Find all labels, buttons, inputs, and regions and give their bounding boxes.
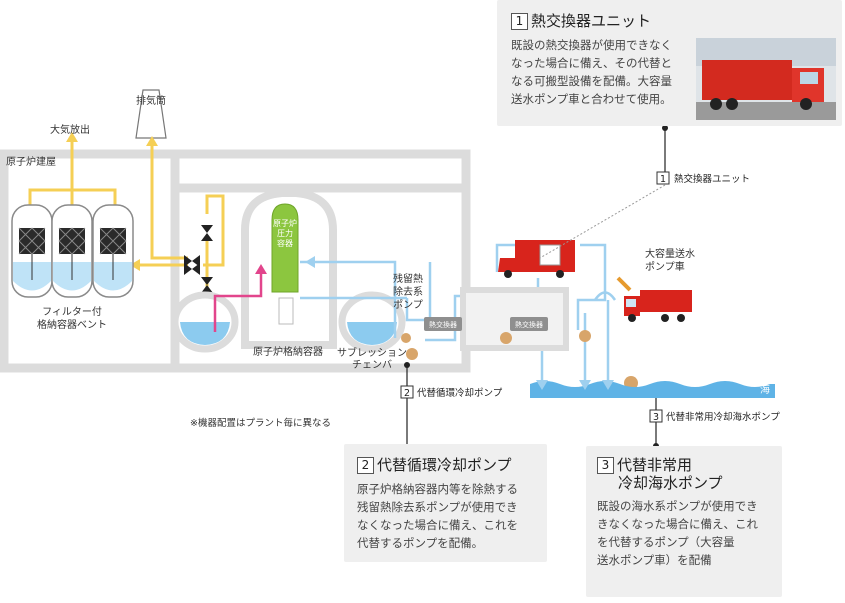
large-pump-truck xyxy=(616,276,692,322)
tag-hx-unit: 1 熱交換器ユニット xyxy=(656,171,750,185)
tag-seawater-pump: 3 代替非常用冷却海水ポンプ xyxy=(649,409,780,423)
alt-pump-card-body: 原子炉格納容器内等を除熱する 残留熱除去系ポンプが使用でき なくなった場合に備え… xyxy=(357,482,518,550)
pump-truck-label-2: ポンプ車 xyxy=(645,260,685,273)
seawater-pump-card-num: 3 xyxy=(597,457,614,474)
filter-vent-tanks xyxy=(11,204,134,298)
seawater-pump-card-title-1: 代替非常用 xyxy=(617,456,693,474)
pink-arrow xyxy=(255,264,267,274)
sea-arrows xyxy=(536,380,614,390)
rhr-pump-label-1: 残留熱 xyxy=(393,272,423,285)
stack-arrow xyxy=(146,136,158,146)
seawater-pump-card-body: 既設の海水系ポンプが使用でき きなくなった場合に備え、これ を代替するポンプ（大… xyxy=(597,499,758,567)
seawater-pump-card-title-2: 冷却海水ポンプ xyxy=(618,474,723,492)
tag-seawater-pump-text: 代替非常用冷却海水ポンプ xyxy=(666,411,780,423)
alt-cooling-pump-icon xyxy=(406,348,418,360)
reactor-building-label: 原子炉建屋 xyxy=(6,155,56,168)
sea-label: 海 xyxy=(760,383,770,396)
reactor-building xyxy=(0,149,471,373)
stack-label: 排気筒 xyxy=(136,94,166,107)
vent-arrow xyxy=(130,259,140,271)
valves xyxy=(184,225,213,293)
rpv-label-2: 圧力 xyxy=(277,228,293,238)
containment-label: 原子炉格納容器 xyxy=(253,345,323,358)
return-arrow xyxy=(305,256,315,268)
suppression-label-1: サブレッション xyxy=(337,346,407,359)
tag-alt-pump-num: 2 xyxy=(404,388,410,399)
pumps xyxy=(401,330,638,390)
rpv-label-3: 容器 xyxy=(277,238,293,248)
rpv-label-1: 原子炉 xyxy=(273,218,297,228)
sea: 海 xyxy=(530,381,775,398)
release-arrow xyxy=(66,132,78,142)
rhr-pump-label-2: 除去系 xyxy=(393,285,423,298)
tag-alt-pump-text: 代替循環冷却ポンプ xyxy=(417,387,503,399)
hx-unit-card-title-text: 熱交換器ユニット xyxy=(531,12,652,30)
suppression-label-2: チェンバ xyxy=(352,359,392,371)
hx-unit-card-body: 既設の熱交換器が使用できなく なった場合に備え、その代替と なる可搬型設備を配備… xyxy=(511,38,672,106)
tag-seawater-pump-num: 3 xyxy=(653,412,659,423)
reactor-pressure-vessel xyxy=(271,203,299,325)
alt-pump-card-num: 2 xyxy=(357,457,374,474)
stack xyxy=(135,89,167,139)
hx-a-label: 熱交換器 xyxy=(429,320,457,329)
heat-exchanger-a: 熱交換器 xyxy=(424,317,462,331)
atmosphere-release-label: 大気放出 xyxy=(50,123,90,136)
hx-b-label: 熱交換器 xyxy=(515,320,543,329)
filter-vent-label-2: 格納容器ベント xyxy=(37,318,107,331)
tag-hx-unit-num: 1 xyxy=(660,174,666,185)
tag-hx-unit-text: 熱交換器ユニット xyxy=(674,173,750,185)
pump-truck-label-1: 大容量送水 xyxy=(645,247,695,260)
hx-unit-truck xyxy=(498,240,575,278)
plant-note: ※機器配置はプラント毎に異なる xyxy=(190,417,331,429)
pink-line xyxy=(213,272,263,332)
hx-unit-box xyxy=(460,287,569,351)
hx-unit-photo xyxy=(696,38,836,120)
filter-vent-label-1: フィルター付 xyxy=(42,305,102,318)
hx-unit-card-num: 1 xyxy=(511,13,528,30)
rhr-pump-label-3: ポンプ xyxy=(393,299,423,311)
alt-pump-card-title-text: 代替循環冷却ポンプ xyxy=(377,456,512,474)
tag-alt-pump: 2 代替循環冷却ポンプ xyxy=(400,385,503,399)
heat-exchanger-b: 熱交換器 xyxy=(510,317,548,331)
